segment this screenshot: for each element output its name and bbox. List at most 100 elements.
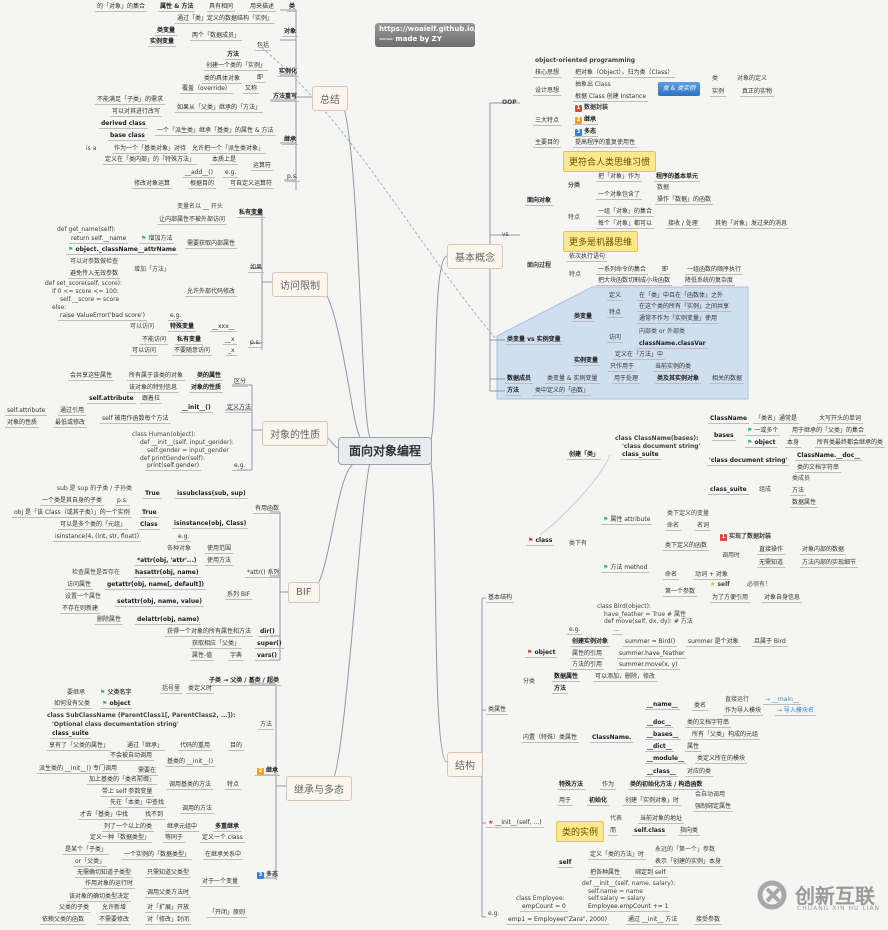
node-text: 方法: [258, 721, 275, 730]
logo-icon: [757, 880, 787, 910]
flag-icon: ⚑: [747, 439, 753, 446]
code-line: empCount = 0: [520, 903, 568, 912]
node-text: True: [140, 509, 159, 518]
node-text: *attr(obj, 'attr'...): [135, 557, 199, 566]
star-icon: ★: [710, 581, 716, 588]
node-text: 具有相同: [207, 3, 236, 12]
star-node: ★ self: [708, 580, 732, 589]
node-text: self 被用作函数每个方法: [100, 415, 171, 424]
node-text: *attr() 系列: [245, 569, 282, 578]
topic-access-control[interactable]: 访问限制: [272, 272, 328, 297]
node-text: 父类的子类: [57, 904, 92, 913]
node-text: 让内部属性不被外部访问: [157, 216, 228, 225]
node-text: 不存在则新建: [60, 605, 101, 614]
node-text: 属性 & 方法: [158, 3, 196, 12]
code-line: def get_name(self):: [57, 226, 116, 233]
node-text: 动词 + 对象: [693, 571, 730, 580]
node-text: 访问属性: [65, 581, 94, 590]
node-text: 抽象出 Class: [575, 81, 611, 88]
node-text: 允许新增: [100, 904, 129, 913]
node-text: p.s.: [115, 497, 130, 506]
code-line: def __init__(self, input_gender):: [140, 439, 234, 446]
node-text: 且属于 Bird: [752, 638, 788, 647]
node-text: 各种对象: [167, 545, 192, 552]
node-text: 真正的实物: [740, 88, 775, 97]
node-text: 其他「对象」发过来的消息: [713, 220, 790, 229]
callout-class-instance: 类的实例: [556, 821, 605, 842]
node-text: 即: [660, 266, 671, 275]
author-banner[interactable]: https://woaielf.github.io/—— made by ZY: [375, 23, 477, 47]
node-text: 可以对参数做检查: [70, 258, 119, 265]
node-text: 使用范围: [205, 545, 234, 554]
node-text: getattr(obj, name[, default]): [105, 581, 207, 590]
node-text: 调用时: [722, 552, 741, 559]
node-text: 跟着拉: [140, 395, 163, 404]
topic-structure[interactable]: 结构: [447, 752, 483, 777]
node-text: 核心思想: [533, 69, 562, 78]
topic-inheritance-polymorphism[interactable]: 继承与多态: [286, 776, 352, 801]
node-text: 而: [608, 827, 619, 836]
node-text: 属性 attribute: [610, 516, 651, 523]
node-text: 提高程序的重复使用性: [573, 139, 638, 148]
topic-basic-concepts[interactable]: 基本概念: [447, 244, 503, 269]
node-text: 享有了「父类的属性」: [47, 742, 112, 751]
node-text: 当前对象的地址: [638, 815, 685, 824]
node-text: 类的初始化方法 / 构造函数: [628, 781, 705, 790]
node-text: class_suite: [708, 486, 749, 495]
flag-icon: ⚑: [603, 564, 609, 571]
node-text: 把大块函数切割成小块函数: [596, 277, 673, 286]
node-text: sub 是 sup 的子类 / 子孙类: [57, 485, 133, 492]
node-text: 把「对象」作为: [596, 173, 643, 182]
node-text: 「类名」通常是: [753, 415, 800, 424]
node-text: object-oriented programming: [535, 57, 636, 64]
node-text: 覆盖（override）: [180, 85, 233, 94]
node-text: 对「修改」封闭: [145, 916, 192, 925]
node-text: 创建一个类的「实例」: [204, 62, 269, 71]
node-text: 可以是多个类的「元组」: [58, 521, 129, 530]
node-text: 特点: [568, 214, 581, 221]
topic-object-properties[interactable]: 对象的性质: [262, 421, 328, 446]
topic-bif[interactable]: BIF: [288, 582, 320, 603]
node-text: __doc__: [645, 719, 673, 728]
flag-icon: ⚑: [100, 689, 106, 696]
node-text: e.g.: [232, 462, 248, 471]
node-text: 类中定义的「函数」: [533, 387, 592, 396]
node-text: __init__(): [180, 404, 213, 413]
code-line: print(self.gender): [145, 462, 202, 471]
code-line: raise ValueError('bad score'): [58, 312, 147, 321]
topic-summary[interactable]: 总结: [312, 86, 348, 111]
node-text: __x: [223, 336, 237, 345]
node-text: self.attribute: [87, 395, 136, 404]
node-text: 'class document string': [707, 457, 790, 466]
callout-human-thinking: 更符合人类思维习惯: [563, 151, 657, 172]
node-text: 只需知道父类型: [145, 869, 192, 878]
node-text: 一个对象包含了: [596, 191, 643, 200]
node-text: 「开闭」原则: [207, 909, 248, 918]
node-text: 特点: [607, 309, 624, 318]
node-text: 当前实例的类: [653, 363, 694, 372]
node-text: 数据: [657, 184, 670, 191]
node-text: super(): [255, 640, 284, 649]
node-text: 允许外部代码修改: [185, 288, 238, 297]
node-text: 即: [255, 74, 266, 83]
node-text: 程序的基本单元: [654, 173, 701, 182]
node-text: object: [754, 439, 776, 446]
node-text: 不要随意访问: [172, 347, 213, 356]
central-topic[interactable]: 面向对象编程: [338, 437, 432, 465]
flag-icon: ⚑: [603, 516, 609, 523]
node-text: e.g.: [567, 626, 583, 635]
node-text: 修改对象运算: [132, 180, 173, 189]
number-2-icon: 2: [575, 117, 582, 124]
url-text[interactable]: https://woaielf.github.io/: [379, 25, 477, 33]
node-text: 定义在「方法」中: [613, 351, 666, 360]
node-text: 需要在: [136, 767, 159, 776]
node-text: 类变量 & 实例变量: [545, 375, 600, 384]
node-text: 调用基类的方法: [167, 781, 214, 790]
node-text: 包括: [255, 42, 272, 51]
node-text: 通过「类」定义的数据结构「实例」: [175, 15, 276, 24]
node-text: 特点: [225, 781, 242, 790]
node-text: 方法: [790, 487, 807, 496]
node-text: 三大特点: [533, 117, 562, 126]
